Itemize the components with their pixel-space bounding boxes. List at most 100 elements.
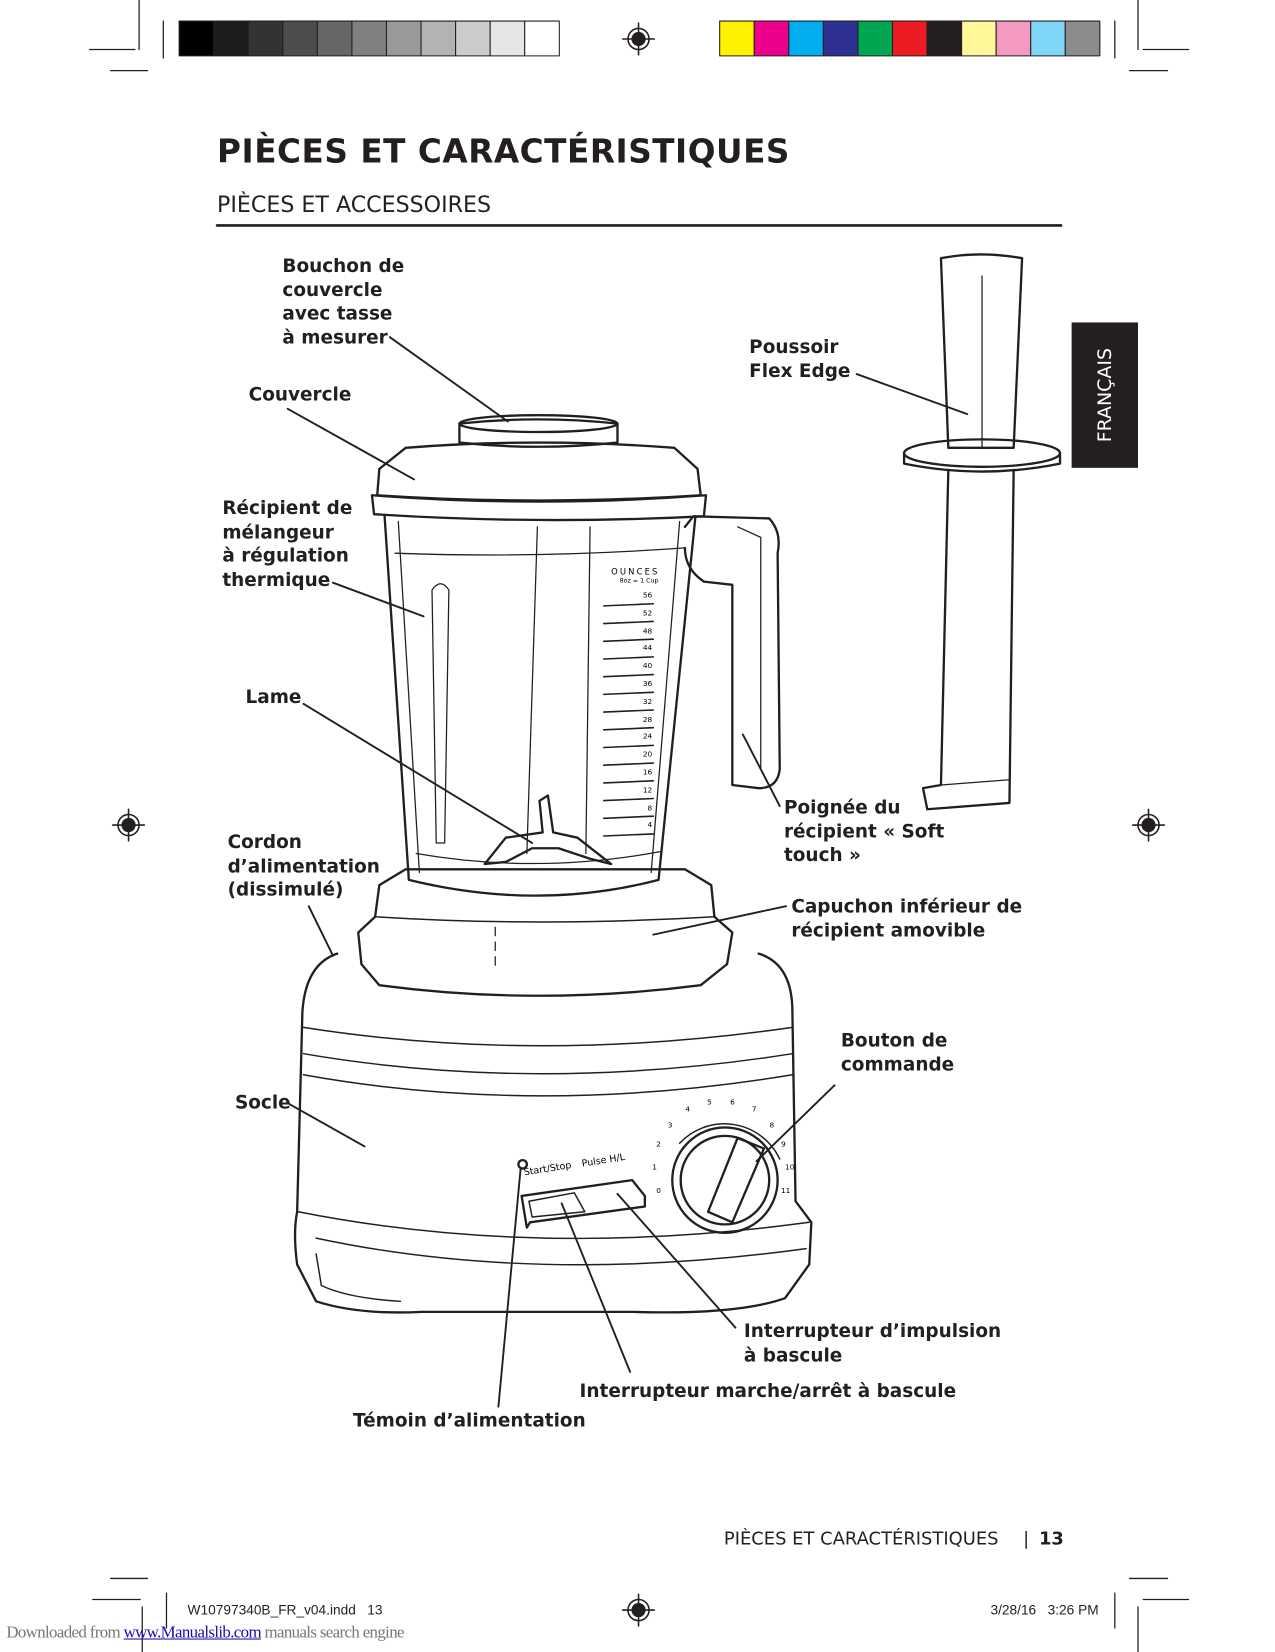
label-tamper: Poussoir Flex Edge [749, 337, 851, 382]
color-bars [178, 20, 1101, 57]
ounce-tick [602, 744, 655, 749]
dial-number: 0 [656, 1185, 661, 1195]
label-lid-plug: Bouchon de couvercle avec tasse à mesure… [282, 256, 405, 349]
download-prefix: Downloaded from [6, 1623, 124, 1642]
label-lid: Couvercle [248, 384, 352, 406]
section-subtitle: PIÈCES ET ACCESSOIRES [217, 191, 492, 218]
language-tab: FRANÇAIS [1071, 322, 1138, 468]
ounce-tick [602, 691, 655, 696]
color-swatch [282, 20, 318, 57]
label-pulse-switch: Interrupteur d’impulsion à bascule [743, 1321, 1002, 1367]
color-swatch [788, 20, 824, 57]
ounce-tick-label: 8 [647, 803, 653, 812]
ounce-tick-label: 24 [642, 732, 653, 742]
ounce-tick-label: 40 [642, 661, 653, 671]
dial-number: 8 [769, 1120, 775, 1130]
language-tab-label: FRANÇAIS [1093, 347, 1116, 443]
dial-number: 9 [780, 1140, 786, 1149]
color-swatch [213, 20, 249, 57]
ounce-tick [602, 797, 655, 802]
label-cord: Cordon d’alimentation (dissimulé) [227, 832, 380, 901]
lid-drawing [370, 413, 708, 522]
ounce-tick [602, 602, 655, 607]
ounce-tick-label: 4 [647, 821, 653, 830]
label-base: Socle [234, 1092, 291, 1114]
color-swatch [961, 20, 997, 57]
color-swatch [1064, 20, 1101, 57]
ounce-tick [602, 726, 655, 731]
color-swatch [420, 20, 457, 57]
label-start-switch: Interrupteur marche/arrêt à bascule [579, 1381, 957, 1403]
color-swatch [857, 20, 894, 57]
ounce-tick-label: 12 [642, 785, 653, 795]
footer-separator: | [1023, 1528, 1030, 1550]
color-swatch [1030, 20, 1066, 57]
ounce-tick [602, 709, 655, 713]
dial-number: 2 [656, 1140, 661, 1149]
dial-number: 11 [780, 1185, 791, 1195]
dial-number: 3 [667, 1120, 673, 1130]
color-swatch [385, 20, 422, 57]
color-swatch [822, 20, 859, 57]
color-swatch [178, 20, 215, 57]
ounces-label: OUNCES [611, 566, 660, 577]
color-swatch [455, 20, 491, 57]
cup-note: 8oz = 1 Cup [619, 577, 659, 585]
ounce-tick [602, 620, 655, 625]
color-swatch [753, 20, 790, 57]
dial-number: 5 [707, 1097, 712, 1107]
footer-section: PIÈCES ET CARACTÉRISTIQUES [723, 1528, 999, 1550]
color-swatch [891, 20, 928, 57]
ounce-tick [602, 780, 655, 784]
ounce-scale [602, 602, 655, 837]
jar-cap-drawing [357, 868, 734, 997]
ounce-tick-label: 48 [642, 626, 653, 635]
color-swatch [351, 20, 388, 57]
ounce-tick [602, 673, 655, 678]
ounce-tick-label: 36 [642, 679, 653, 689]
page-title: PIÈCES ET CARACTÉRISTIQUES [217, 132, 790, 171]
dial-number: 10 [785, 1163, 795, 1172]
color-swatch [489, 20, 526, 57]
label-blade: Lame [245, 687, 302, 709]
label-jar: Récipient de mélangeur à régulation ther… [222, 498, 353, 591]
ounce-tick-label: 20 [642, 750, 653, 759]
ounce-tick-label: 32 [642, 697, 653, 706]
tamper-drawing [902, 253, 1062, 811]
label-handle: Poignée du récipient « Soft touch » [783, 797, 945, 867]
dial-number: 4 [685, 1105, 691, 1115]
slug-date: 3/28/16 3:26 PM [990, 1601, 1099, 1618]
page-number: 13 [1038, 1528, 1064, 1550]
color-swatch [995, 20, 1032, 57]
label-dial: Bouton de commande [840, 1030, 955, 1076]
label-jar-cap: Capuchon inférieur de récipient amovible [791, 896, 1023, 942]
ounce-tick-label: 16 [642, 768, 653, 777]
ounce-tick-label: 28 [642, 715, 653, 724]
label-power-light: Témoin d’alimentation [352, 1410, 586, 1432]
leader-lines [286, 336, 969, 1408]
download-suffix: manuals search engine [260, 1623, 405, 1642]
manualslib-link[interactable]: www.Manualslib.com [123, 1623, 262, 1642]
ounce-tick [602, 638, 655, 643]
color-swatch [926, 20, 963, 57]
ounce-tick [602, 815, 655, 820]
ounce-tick-label: 44 [642, 644, 653, 653]
download-banner: Downloaded from www.Manualslib.com manua… [6, 1624, 404, 1643]
ounce-tick [602, 656, 655, 660]
color-swatch [524, 20, 560, 57]
slug-file: W10797340B_FR_v04.indd 13 [187, 1601, 383, 1618]
registration-marks [111, 22, 1166, 1627]
dial-number: 7 [751, 1105, 757, 1115]
color-swatch [316, 20, 353, 57]
color-swatch [247, 20, 284, 57]
dial-number: 1 [652, 1163, 657, 1172]
crop-marks [88, 0, 1190, 1652]
color-swatch [719, 20, 755, 57]
base-drawing [293, 952, 813, 1314]
ounce-tick-label: 56 [642, 591, 653, 600]
ounce-tick [602, 762, 655, 766]
ounce-tick-label: 52 [642, 608, 653, 618]
jar-drawing [383, 515, 781, 897]
